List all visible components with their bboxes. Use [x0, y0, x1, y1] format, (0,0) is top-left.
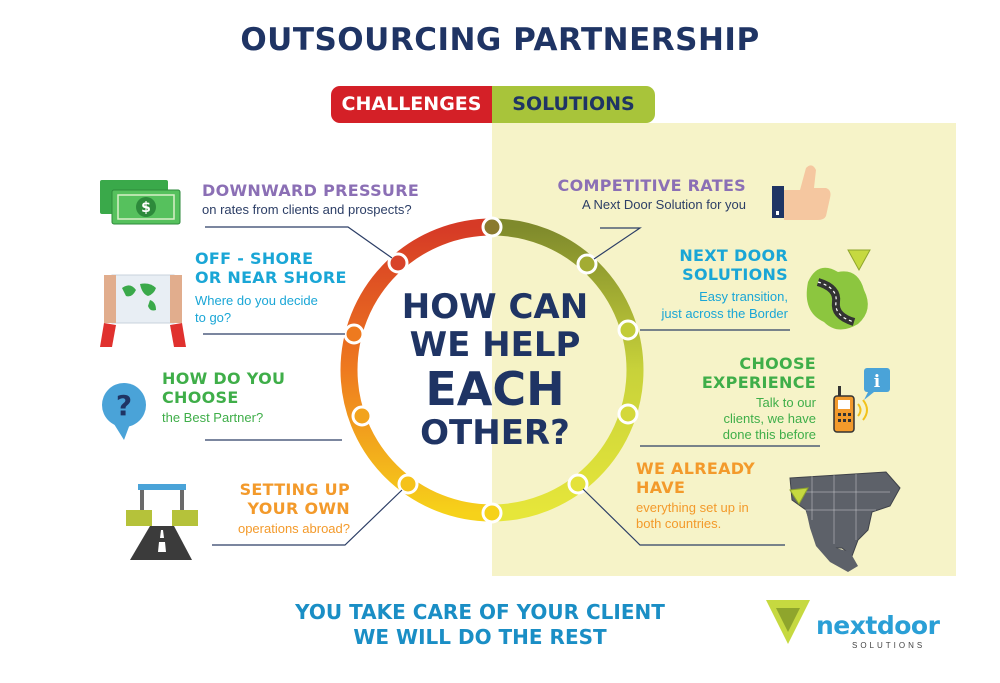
challenge-sub-off-shore-1: Where do you decide [195, 293, 318, 308]
ring-node [397, 473, 419, 495]
tagline-line-1: YOU TAKE CARE OF YOUR CLIENT [295, 600, 665, 624]
center-line-1: HOW CAN [401, 287, 589, 327]
ring-node [617, 319, 639, 341]
center-line-2: WE HELP [409, 325, 581, 365]
ring-node [387, 252, 409, 274]
ring-node [481, 216, 503, 238]
solution-sub-experience-1: Talk to our [756, 395, 816, 410]
svg-text:?: ? [116, 389, 132, 422]
challenge-heading-choose-2: CHOOSE [162, 388, 239, 407]
challenges-tab: CHALLENGES [331, 86, 492, 123]
challenge-sub-downward-pressure: on rates from clients and prospects? [202, 202, 412, 217]
ring-left-arc [340, 218, 493, 522]
solution-sub-competitive-rates: A Next Door Solution for you [581, 197, 746, 212]
solution-sub-already-have-1: everything set up in [636, 500, 749, 515]
road-icon [126, 484, 198, 560]
connector-line [593, 227, 642, 260]
tagline-line-2: WE WILL DO THE REST [353, 625, 607, 649]
challenge-sub-choose: the Best Partner? [162, 410, 264, 425]
money-icon: $ [100, 180, 181, 225]
nextdoor-logo-icon [766, 600, 810, 644]
road-map-icon [806, 249, 871, 330]
world-map-icon [100, 274, 186, 347]
solution-sub-next-door-2: just across the Border [661, 306, 788, 321]
challenge-heading-off-shore-1: OFF - SHORE [195, 249, 314, 268]
ring-node [576, 253, 598, 275]
challenge-heading-downward-pressure: DOWNWARD PRESSURE [202, 181, 420, 200]
ring-node [617, 403, 639, 425]
solution-heading-next-door-1: NEXT DOOR [679, 246, 788, 265]
ring-node [343, 323, 365, 345]
solution-heading-experience-1: CHOOSE [739, 354, 816, 373]
center-question: HOW CAN WE HELP EACH OTHER? [380, 288, 610, 452]
solutions-tab: SOLUTIONS [492, 86, 655, 123]
ring-node [567, 473, 589, 495]
connector-line [212, 489, 403, 546]
solution-heading-already-have-2: HAVE [636, 478, 686, 497]
ring-node [481, 502, 503, 524]
logo-subtitle: SOLUTIONS [852, 641, 926, 650]
solution-sub-next-door-1: Easy transition, [699, 289, 788, 304]
tagline: YOU TAKE CARE OF YOUR CLIENT WE WILL DO … [230, 600, 730, 650]
connector-line [582, 488, 785, 546]
connector-line [205, 226, 393, 259]
logo-wordmark: nextdoor [816, 611, 940, 640]
solution-sub-experience-2: clients, we have [723, 411, 817, 426]
solution-heading-next-door-2: SOLUTIONS [682, 265, 788, 284]
challenge-sub-off-shore-2: to go? [195, 310, 232, 325]
page-title: OUTSOURCING PARTNERSHIP [240, 22, 760, 58]
question-bubble-icon: ? [102, 383, 146, 440]
solution-sub-already-have-2: both countries. [636, 516, 722, 531]
challenge-heading-setting-up-1: SETTING UP [239, 480, 350, 499]
ring-node [351, 405, 373, 427]
ring-right-arc [491, 218, 644, 522]
solution-sub-experience-3: done this before [722, 427, 816, 442]
center-line-3: EACH [425, 362, 565, 416]
center-line-4: OTHER? [420, 413, 570, 453]
solution-heading-competitive-rates: COMPETITIVE RATES [557, 176, 746, 195]
north-america-map-icon [789, 471, 901, 572]
solution-heading-experience-2: EXPERIENCE [701, 373, 816, 392]
challenge-heading-choose-1: HOW DO YOU [162, 369, 286, 388]
phone-info-icon: i [833, 368, 890, 433]
svg-text:$: $ [141, 200, 151, 216]
challenge-heading-setting-up-2: YOUR OWN [247, 499, 350, 518]
thumbs-up-icon [772, 165, 831, 220]
challenge-sub-setting-up: operations abroad? [237, 521, 350, 536]
solution-heading-already-have-1: WE ALREADY [636, 459, 756, 478]
svg-text:i: i [874, 372, 881, 392]
challenge-heading-off-shore-2: OR NEAR SHORE [195, 268, 347, 287]
